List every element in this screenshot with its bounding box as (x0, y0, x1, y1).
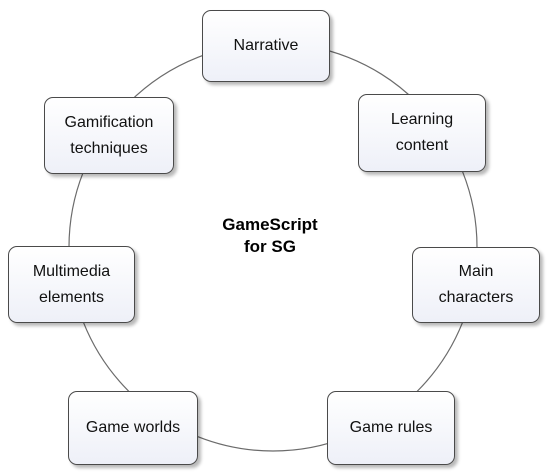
center-title-line-2: for SG (244, 237, 296, 256)
node-learning-content: Learning content (358, 94, 486, 172)
node-label: Game rules (349, 419, 433, 436)
node-main-characters: Main characters (412, 247, 540, 323)
node-label-line-1: Main (458, 263, 494, 280)
node-label-line-1: Gamification (64, 113, 154, 131)
node-game-rules: Game rules (327, 391, 455, 465)
node-label-line-2: content (395, 137, 449, 154)
node-multimedia-elements: Multimedia elements (8, 246, 135, 323)
node-label-line-1: Learning (390, 111, 454, 128)
node-label-line-2: elements (39, 288, 104, 306)
node-label-line-1: Multimedia (32, 262, 111, 280)
node-game-worlds: Game worlds (68, 391, 198, 465)
node-label-line-2: characters (438, 289, 514, 306)
center-title: GameScript for SG (170, 214, 370, 258)
node-gamification-techniques: Gamification techniques (44, 97, 174, 174)
node-label-line-2: techniques (70, 139, 148, 157)
node-label: Narrative (233, 37, 299, 54)
node-label: Game worlds (85, 419, 181, 436)
center-title-line-1: GameScript (222, 215, 318, 234)
node-narrative: Narrative (202, 10, 330, 82)
